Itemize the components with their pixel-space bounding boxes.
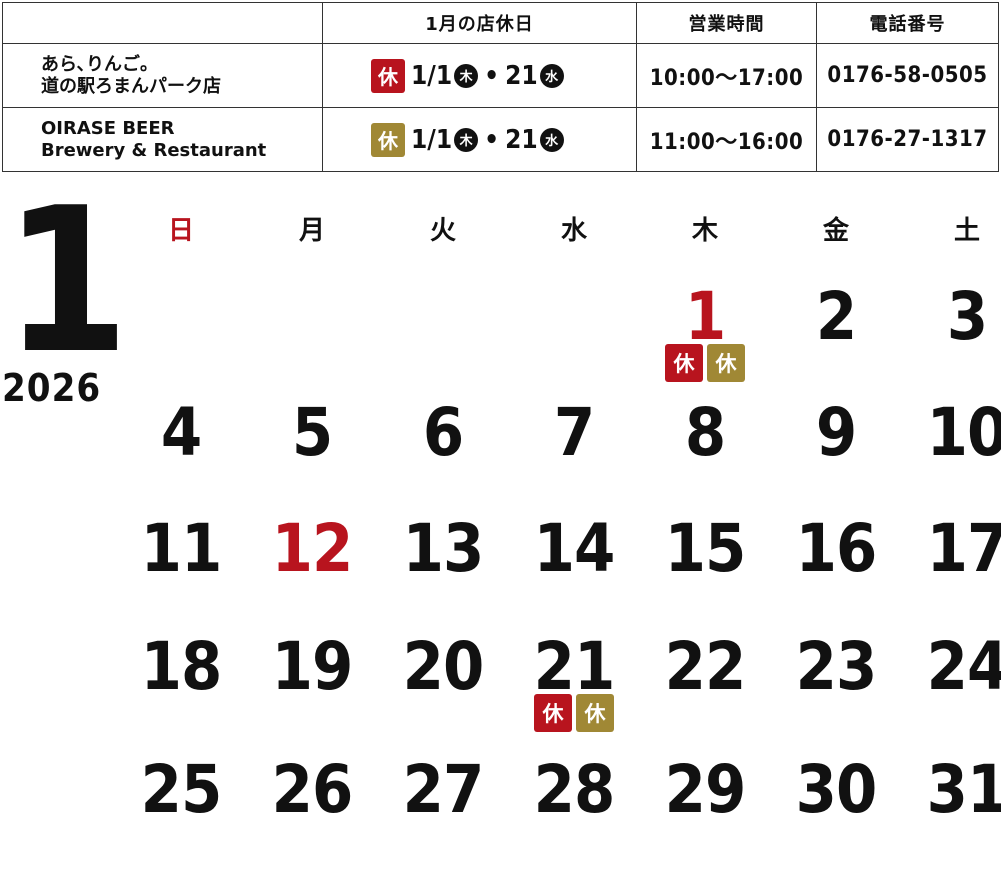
store-name-line: Brewery & Restaurant: [41, 139, 267, 161]
calendar-day: 19: [271, 628, 354, 705]
closed-days-1: 休 1/1 木 • 21 水: [322, 43, 637, 109]
closed-badge-gold: 休: [576, 694, 614, 732]
calendar-day: 15: [664, 510, 747, 587]
weekday-circle: 木: [454, 63, 479, 88]
calendar-day: 10: [926, 394, 1001, 471]
closed-date: 1/1: [411, 60, 453, 91]
calendar-day: 12: [271, 510, 354, 587]
closed-badge-red: 休: [371, 58, 405, 93]
closed-badge-red: 休: [665, 344, 703, 382]
table-row-store-2: OIRASE BEER Brewery & Restaurant 休 1/1 木…: [2, 107, 999, 172]
weekday-header: 金: [822, 216, 849, 246]
calendar-day: 17: [926, 510, 1001, 587]
calendar-day: 11: [140, 510, 223, 587]
calendar-day: 28: [533, 751, 616, 828]
weekday-header: 月: [298, 216, 325, 246]
weekday-circle: 水: [539, 127, 564, 152]
closed-date: 21: [505, 124, 538, 155]
calendar-day: 4: [160, 394, 202, 471]
weekday-header: 木: [691, 216, 718, 246]
calendar-day: 8: [684, 394, 726, 471]
weekday-header: 水: [560, 216, 587, 246]
table-header-row: 1月の店休日 営業時間 電話番号: [2, 1, 999, 45]
calendar-day: 25: [140, 751, 223, 828]
store-name-line: OIRASE BEER: [41, 117, 175, 139]
calendar-day: 6: [422, 394, 464, 471]
weekday-header: 火: [429, 216, 456, 246]
weekday-circle: 水: [539, 63, 564, 88]
closed-day-badges: 休休: [534, 694, 614, 732]
date-separator: •: [484, 124, 500, 155]
calendar-day: 5: [291, 394, 333, 471]
calendar-day: 27: [402, 751, 485, 828]
calendar-day: 18: [140, 628, 223, 705]
calendar-day: 31: [926, 751, 1001, 828]
header-phone: 電話番号: [816, 1, 999, 45]
closed-day-badges: 休休: [665, 344, 745, 382]
calendar-day: 24: [926, 628, 1001, 705]
store-name-2: OIRASE BEER Brewery & Restaurant: [2, 107, 323, 172]
weekday-header: 日: [167, 216, 194, 246]
phone-2: 0176-27-1317: [816, 107, 999, 172]
calendar-day: 2: [815, 278, 857, 355]
header-closed-days: 1月の店休日: [322, 1, 637, 45]
calendar-day: 30: [795, 751, 878, 828]
calendar-day: 1: [684, 278, 726, 355]
closed-date: 21: [505, 60, 538, 91]
weekday-circle: 木: [454, 127, 479, 152]
month-number: 1: [4, 165, 130, 398]
table-row-store-1: あら､りんご。 道の駅ろまんパーク店 休 1/1 木 • 21 水 10:00〜…: [2, 43, 999, 109]
calendar-day: 20: [402, 628, 485, 705]
calendar-day: 21: [533, 628, 616, 705]
calendar-day: 3: [946, 278, 988, 355]
store-name-1: あら､りんご。 道の駅ろまんパーク店: [2, 43, 323, 109]
calendar-day: 16: [795, 510, 878, 587]
date-separator: •: [484, 60, 500, 91]
closed-badge-gold: 休: [707, 344, 745, 382]
phone-1: 0176-58-0505: [816, 43, 999, 109]
closed-badge-red: 休: [534, 694, 572, 732]
calendar-day: 29: [664, 751, 747, 828]
closed-date: 1/1: [411, 124, 453, 155]
hours-1: 10:00〜17:00: [636, 43, 817, 109]
year-label: 2026: [2, 366, 102, 410]
calendar-day: 13: [402, 510, 485, 587]
calendar-day: 14: [533, 510, 616, 587]
header-store: [2, 1, 323, 45]
closed-days-2: 休 1/1 木 • 21 水: [322, 107, 637, 172]
calendar-day: 7: [553, 394, 595, 471]
calendar-day: 9: [815, 394, 857, 471]
calendar-day: 26: [271, 751, 354, 828]
closed-badge-gold: 休: [371, 122, 405, 157]
store-name-line: 道の駅ろまんパーク店: [41, 75, 221, 97]
hours-2: 11:00〜16:00: [636, 107, 817, 172]
weekday-header: 土: [953, 216, 980, 246]
calendar-day: 22: [664, 628, 747, 705]
store-name-line: あら､りんご。: [41, 53, 158, 75]
store-info-table: 1月の店休日 営業時間 電話番号 あら､りんご。 道の駅ろまんパーク店 休 1/…: [2, 1, 999, 172]
calendar-day: 23: [795, 628, 878, 705]
header-hours: 営業時間: [636, 1, 817, 45]
